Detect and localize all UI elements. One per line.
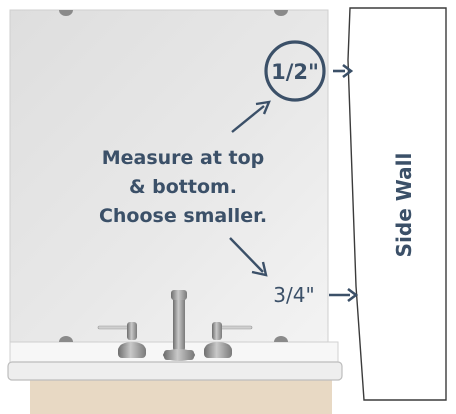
vanity-cabinet <box>30 376 332 414</box>
faucet <box>97 290 253 361</box>
top-gap-label: 1/2" <box>271 60 319 84</box>
mirror-clip-bottom-right <box>274 336 288 342</box>
pointer-arrow-top <box>231 100 271 133</box>
mirror-clip-top-right <box>274 10 288 16</box>
side-wall <box>347 7 447 401</box>
pointer-arrow-bottom <box>229 237 268 277</box>
countertop <box>7 361 343 381</box>
bottom-gap-label: 3/4" <box>273 283 314 307</box>
side-wall-label: Side Wall <box>392 153 416 258</box>
mirror <box>9 9 329 343</box>
instruction-line-2: & bottom. <box>129 176 237 198</box>
top-gap-callout-circle <box>264 40 326 102</box>
bottom-gap-arrow <box>329 287 359 303</box>
mirror-clip-top-left <box>59 10 73 16</box>
top-gap-arrow <box>333 63 354 79</box>
instruction-line-3: Choose smaller. <box>99 205 267 227</box>
instruction-line-1: Measure at top <box>102 147 265 169</box>
mirror-clip-bottom-left <box>59 336 73 342</box>
